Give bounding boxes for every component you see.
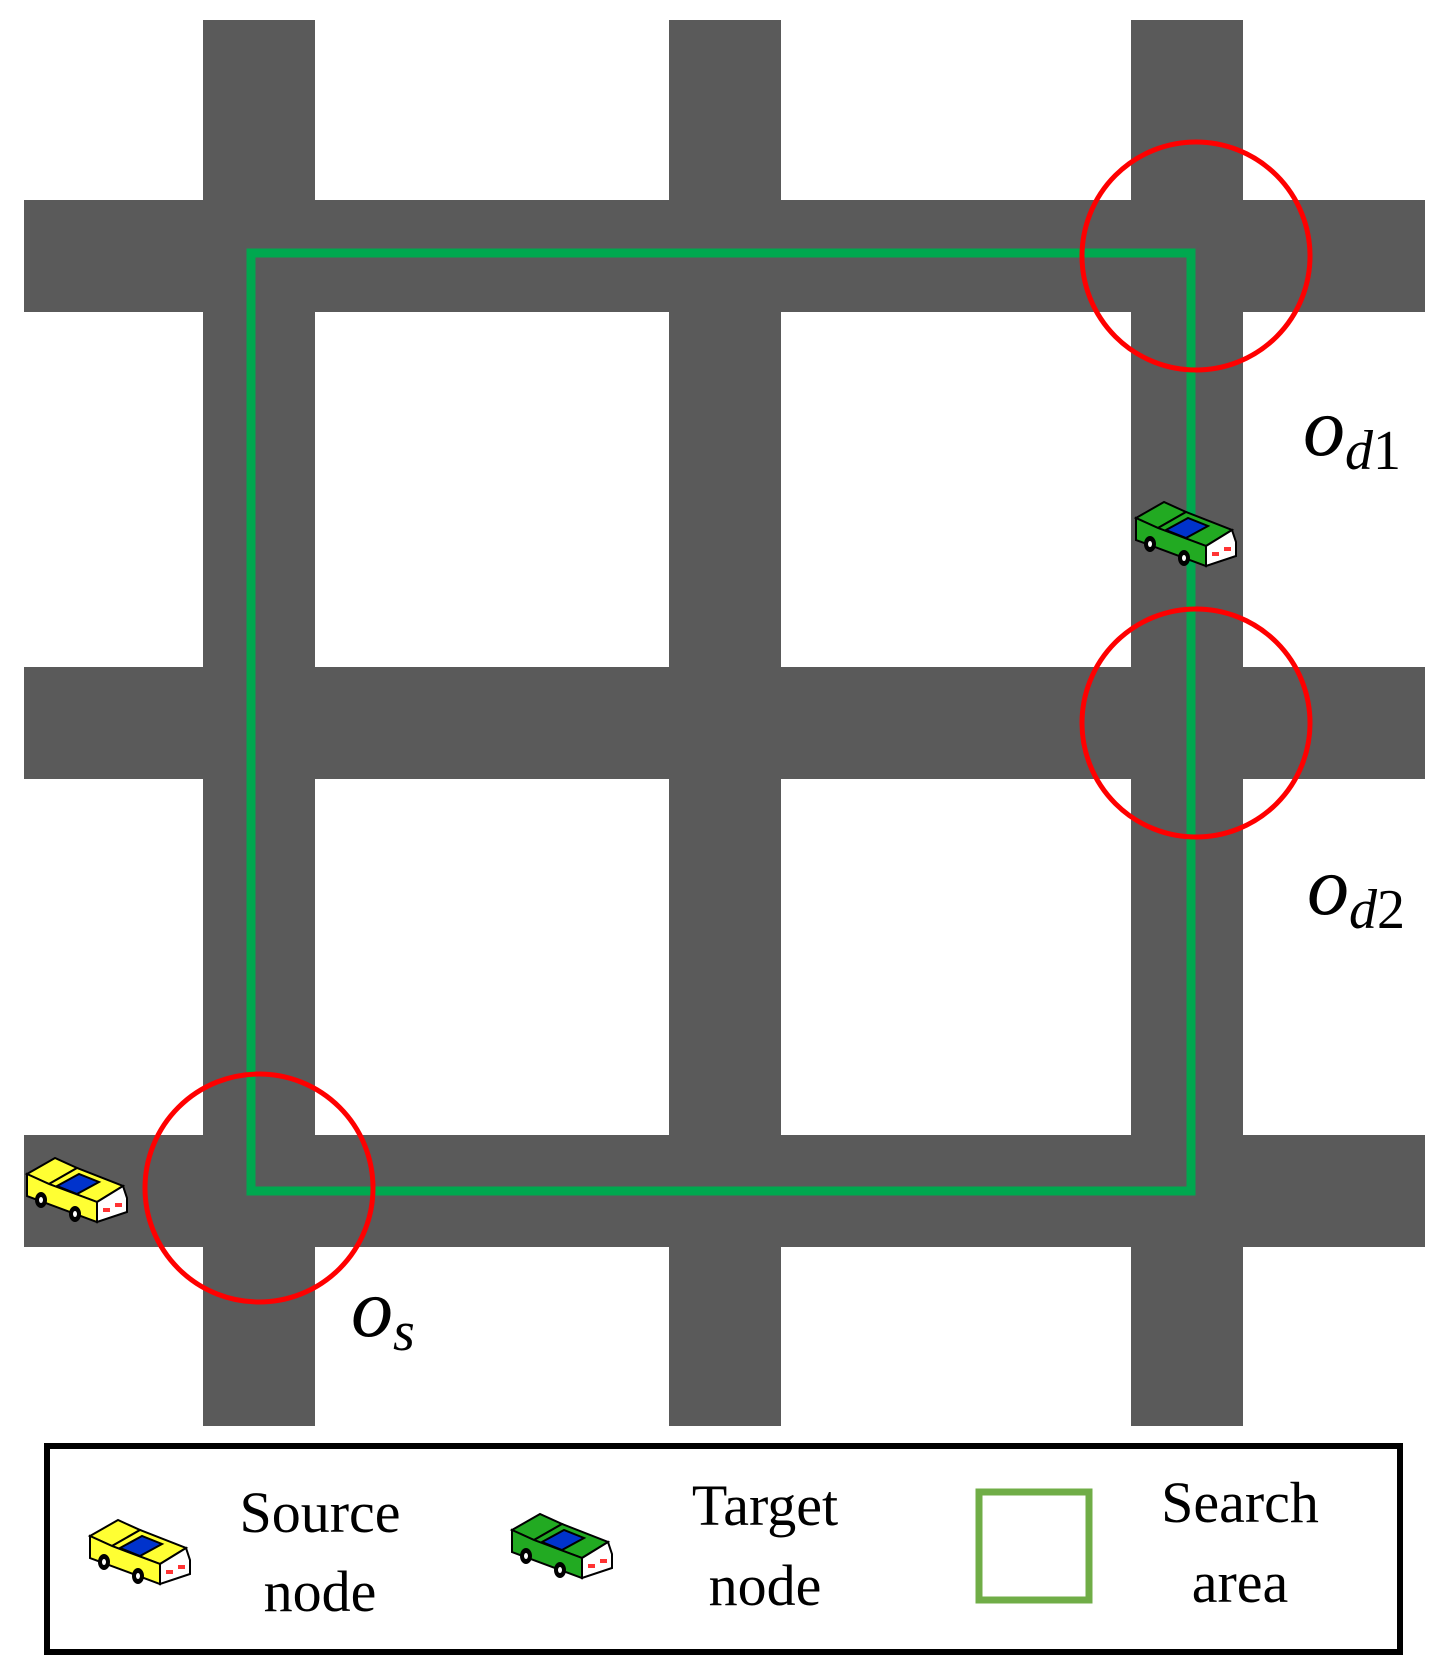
os-label: os [351, 1262, 415, 1363]
legend-source-line1: Source [239, 1480, 400, 1545]
legend: Source node Target node Search area [44, 1443, 1403, 1655]
legend-frame [44, 1443, 1403, 1655]
od1-circle [1079, 139, 1313, 373]
os-circle [142, 1071, 376, 1305]
od2-circle [1079, 606, 1313, 840]
target-car-icon [1133, 500, 1237, 568]
legend-target-car-icon [509, 1512, 613, 1580]
legend-source-line2: node [264, 1559, 377, 1624]
road-horizontal-middle [24, 667, 1425, 779]
legend-source-car-icon [87, 1518, 191, 1586]
legend-search-line1: Search [1161, 1470, 1319, 1535]
od2-label: od2 [1307, 840, 1405, 941]
od1-label: od1 [1303, 381, 1401, 482]
legend-target-line1: Target [692, 1473, 838, 1538]
legend-search-line2: area [1192, 1550, 1289, 1615]
legend-target-line2: node [709, 1553, 822, 1618]
source-car-icon [24, 1156, 128, 1224]
legend-search-area-icon [975, 1488, 1093, 1604]
road-network [24, 20, 1425, 1426]
search-area-box [246, 248, 1196, 1196]
